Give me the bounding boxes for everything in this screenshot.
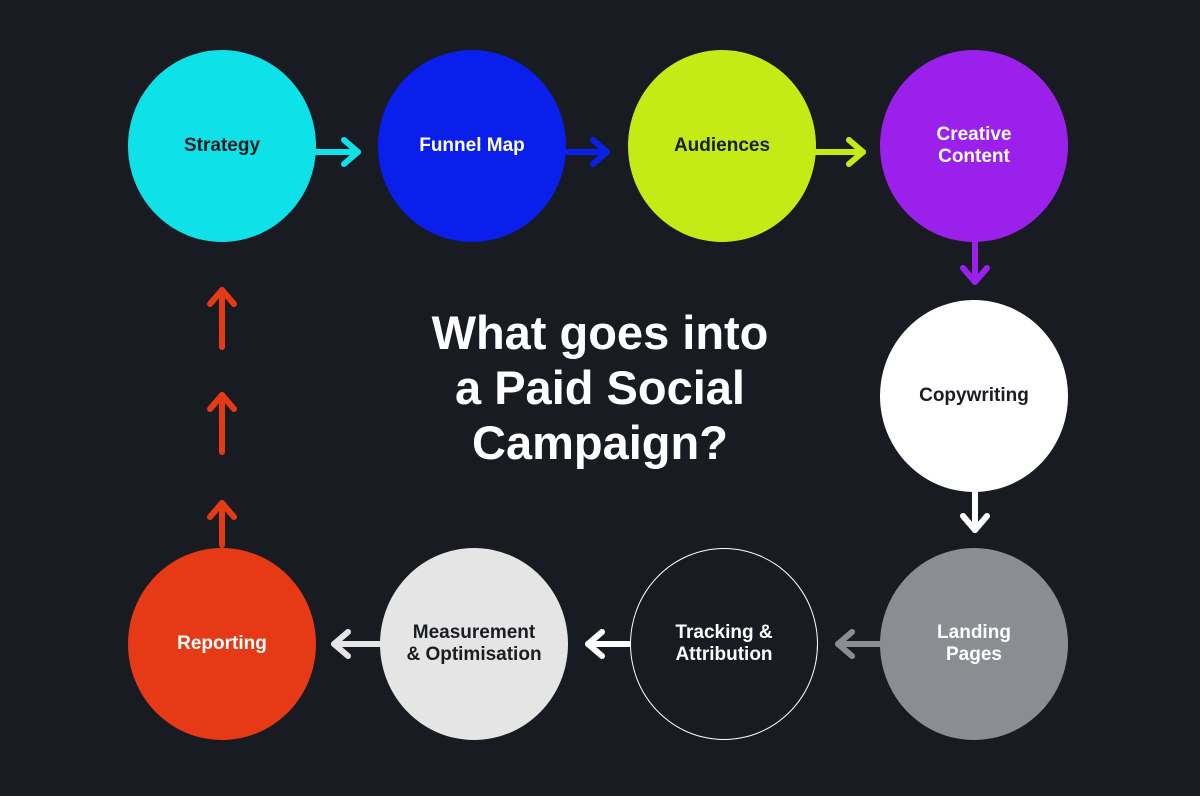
step-label: Creative Content: [936, 124, 1012, 167]
step-funnel-map: Funnel Map: [378, 50, 566, 242]
step-audiences: Audiences: [628, 50, 816, 242]
step-label: Audiences: [673, 135, 771, 156]
step-label: Funnel Map: [419, 135, 525, 156]
diagram-title: What goes into a Paid Social Campaign?: [340, 305, 860, 470]
title-line-2: a Paid Social: [455, 361, 745, 414]
step-landing-pages: Landing Pages: [880, 548, 1068, 740]
arrow-audiences-to-creative-content: [812, 137, 866, 167]
step-copywriting: Copywriting: [880, 300, 1068, 492]
step-label: Copywriting: [919, 385, 1029, 406]
arrow-strategy-to-funnel-map: [312, 137, 361, 167]
arrow-funnel-map-to-audiences: [562, 137, 610, 167]
step-tracking-attribution: Tracking & Attribution: [630, 548, 818, 740]
step-creative-content: Creative Content: [880, 50, 1068, 242]
title-line-1: What goes into: [431, 306, 769, 359]
step-label: Landing Pages: [937, 622, 1011, 665]
arrow-creative-content-to-copywriting: [960, 240, 990, 285]
step-measurement-optimisation: Measurement & Optimisation: [380, 548, 568, 740]
step-label: Strategy: [183, 135, 261, 156]
step-strategy: Strategy: [128, 50, 316, 242]
title-line-3: Campaign?: [472, 416, 728, 469]
arrow-landing-pages-to-tracking: [835, 629, 883, 659]
arrow-copywriting-to-landing-pages: [960, 489, 990, 533]
arrow-tracking-to-measurement: [585, 629, 633, 659]
arrow-measurement-to-reporting: [331, 629, 383, 659]
step-label: Reporting: [177, 633, 267, 654]
step-label: Tracking & Attribution: [675, 622, 773, 665]
step-reporting: Reporting: [128, 548, 316, 740]
arrow-reporting-to-strategy: [207, 287, 237, 548]
step-label: Measurement & Optimisation: [406, 622, 542, 665]
